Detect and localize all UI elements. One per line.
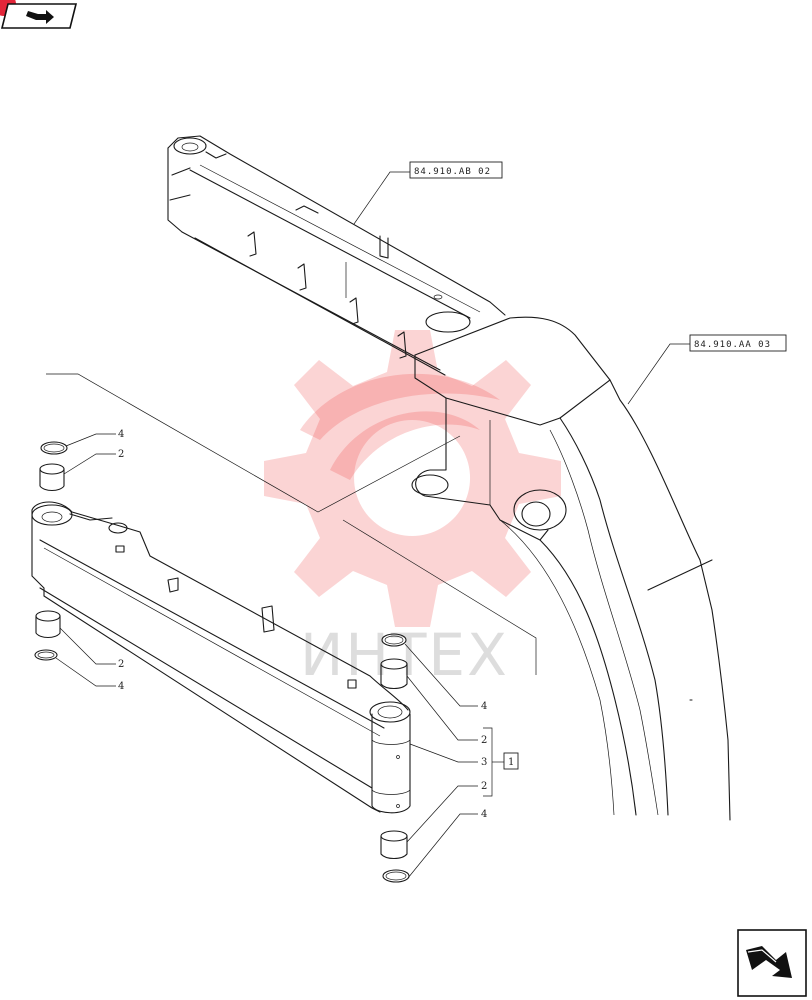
watermark-swoosh <box>300 373 500 440</box>
item-label: 3 <box>481 757 487 768</box>
arrow-glyph <box>746 946 792 978</box>
item-label: 2 <box>118 449 124 460</box>
reference-callouts: 84.910.AB 02 84.910.AA 03 <box>353 161 787 405</box>
leader-line <box>46 373 461 513</box>
reference-label-upper: 84.910.AB 02 <box>414 167 491 177</box>
item-label: 4 <box>481 701 487 712</box>
item-label: 4 <box>118 429 124 440</box>
item-label: 4 <box>481 809 487 820</box>
bushing <box>380 658 408 690</box>
watermark-logo: ИНТЕХ <box>264 330 561 689</box>
item-callouts: 4 2 2 4 4 2 3 2 4 1 <box>55 429 519 879</box>
seal-ring <box>40 441 68 455</box>
nav-next[interactable] <box>737 929 807 997</box>
lower-link-arm <box>31 501 411 814</box>
bushing-parts <box>34 441 410 883</box>
leader-line <box>342 519 537 675</box>
reference-label-right: 84.910.AA 03 <box>694 340 771 350</box>
bushing <box>39 463 65 492</box>
seal-ring <box>382 869 410 883</box>
watermark-gear-icon <box>264 330 561 627</box>
item-label: 2 <box>118 659 124 670</box>
arrow-glyph <box>26 10 54 24</box>
upper-boom-arm <box>167 135 506 376</box>
main-boom <box>411 316 731 821</box>
kit-label: 1 <box>508 757 514 768</box>
watermark-swoosh <box>330 411 480 480</box>
bushing <box>35 610 61 639</box>
watermark-text: ИНТЕХ <box>300 621 509 689</box>
item-label: 4 <box>118 681 124 692</box>
item-label: 2 <box>481 781 487 792</box>
seal-ring <box>34 649 58 661</box>
item-label: 2 <box>481 735 487 746</box>
nav-back[interactable] <box>0 0 78 29</box>
bushing <box>380 830 408 860</box>
seal-ring <box>381 633 407 647</box>
